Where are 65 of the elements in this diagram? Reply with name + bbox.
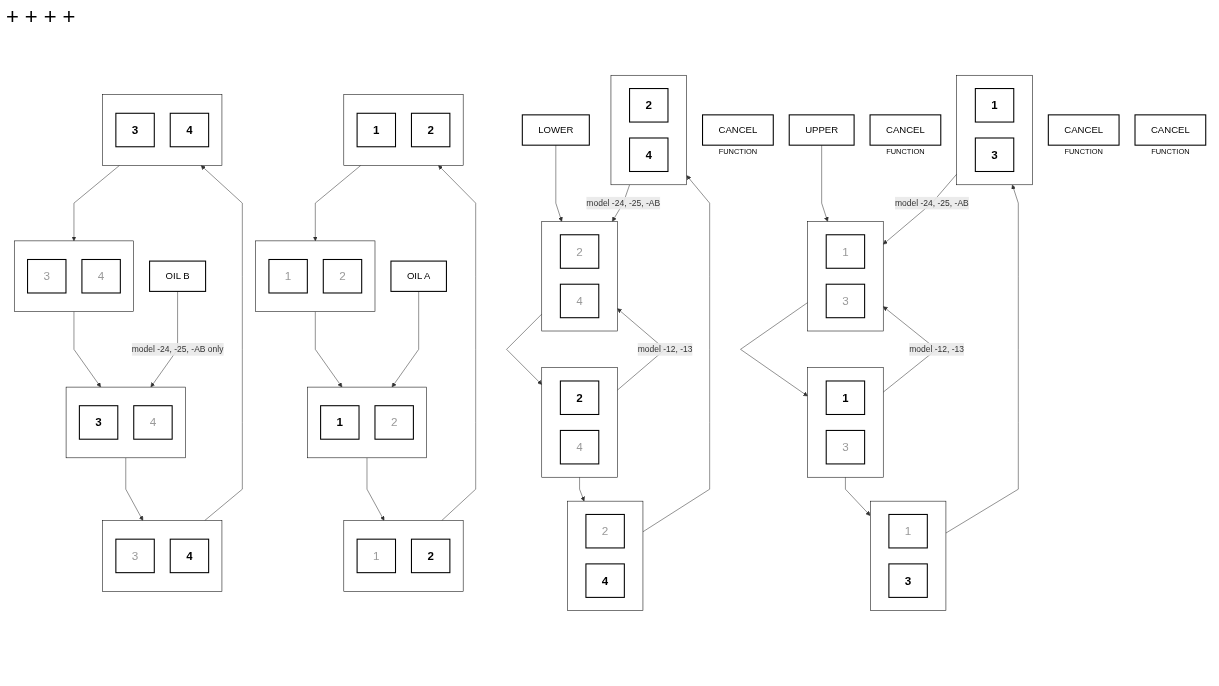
cluster (806, 221, 883, 332)
node-box: OIL B (148, 260, 206, 292)
node-box: 4 (132, 405, 173, 440)
node-box: CANCEL (1134, 114, 1206, 146)
node-box: 2 (373, 405, 414, 440)
node-box: 4 (628, 137, 668, 173)
node-box: CANCEL (701, 114, 774, 146)
node-box: LOWER (521, 114, 590, 146)
plus-sign: + (24, 4, 38, 30)
cluster (566, 500, 643, 611)
node-box: 4 (559, 429, 599, 465)
cluster (101, 94, 222, 166)
plus-sign: + (62, 4, 76, 30)
node-box: 1 (356, 538, 396, 574)
node-box: 3 (974, 137, 1014, 173)
node-box: 2 (559, 380, 599, 416)
node-box: 3 (26, 259, 66, 294)
node-box: 3 (78, 405, 118, 440)
node-box: 1 (319, 405, 360, 440)
cluster (806, 367, 883, 478)
node-box: 1 (825, 234, 865, 269)
cluster (869, 500, 946, 611)
node-box: 1 (974, 88, 1014, 123)
cluster (955, 75, 1033, 186)
node-box: 3 (825, 429, 865, 465)
plus-sign: + (6, 4, 19, 30)
node-box: 1 (356, 112, 396, 148)
edge-label: model -24, -25, -AB (585, 198, 660, 208)
cluster (101, 520, 222, 592)
node-box: 4 (169, 538, 209, 574)
cluster (343, 94, 463, 166)
cluster (610, 75, 687, 186)
node-box: 2 (584, 513, 625, 549)
cluster (306, 386, 427, 459)
node-box: 2 (410, 538, 450, 574)
cluster (254, 240, 375, 312)
node-box: 2 (410, 112, 450, 148)
edge-label: model -12, -13 (908, 344, 964, 354)
node-box: OIL A (389, 260, 447, 292)
node-box: 1 (825, 380, 865, 416)
node-box: 4 (559, 283, 599, 319)
cluster (541, 367, 618, 478)
plus-sign: + (43, 4, 57, 30)
cluster (13, 240, 134, 312)
node-box: 2 (559, 234, 599, 269)
cluster (343, 520, 463, 592)
node-box: 2 (322, 259, 362, 294)
edge-label: model -24, -25, -AB (894, 198, 969, 208)
node-box: 1 (887, 513, 928, 549)
cluster (65, 386, 186, 459)
node-box: 1 (267, 259, 308, 294)
node-box: CANCEL (869, 114, 941, 146)
node-box: CANCEL (1047, 114, 1120, 146)
node-box: 3 (114, 538, 155, 574)
node-box: 3 (887, 563, 928, 598)
node-box: 2 (628, 88, 668, 123)
cluster (541, 221, 618, 332)
edge-label: model -12, -13 (637, 344, 692, 354)
node-box: 4 (169, 112, 209, 148)
node-box: UPPER (788, 114, 855, 146)
edge-label: model -24, -25, -AB only (131, 344, 223, 354)
node-box: 4 (80, 259, 121, 294)
node-box: 4 (584, 563, 625, 598)
node-box: 3 (114, 112, 155, 148)
node-box: 3 (825, 283, 865, 319)
